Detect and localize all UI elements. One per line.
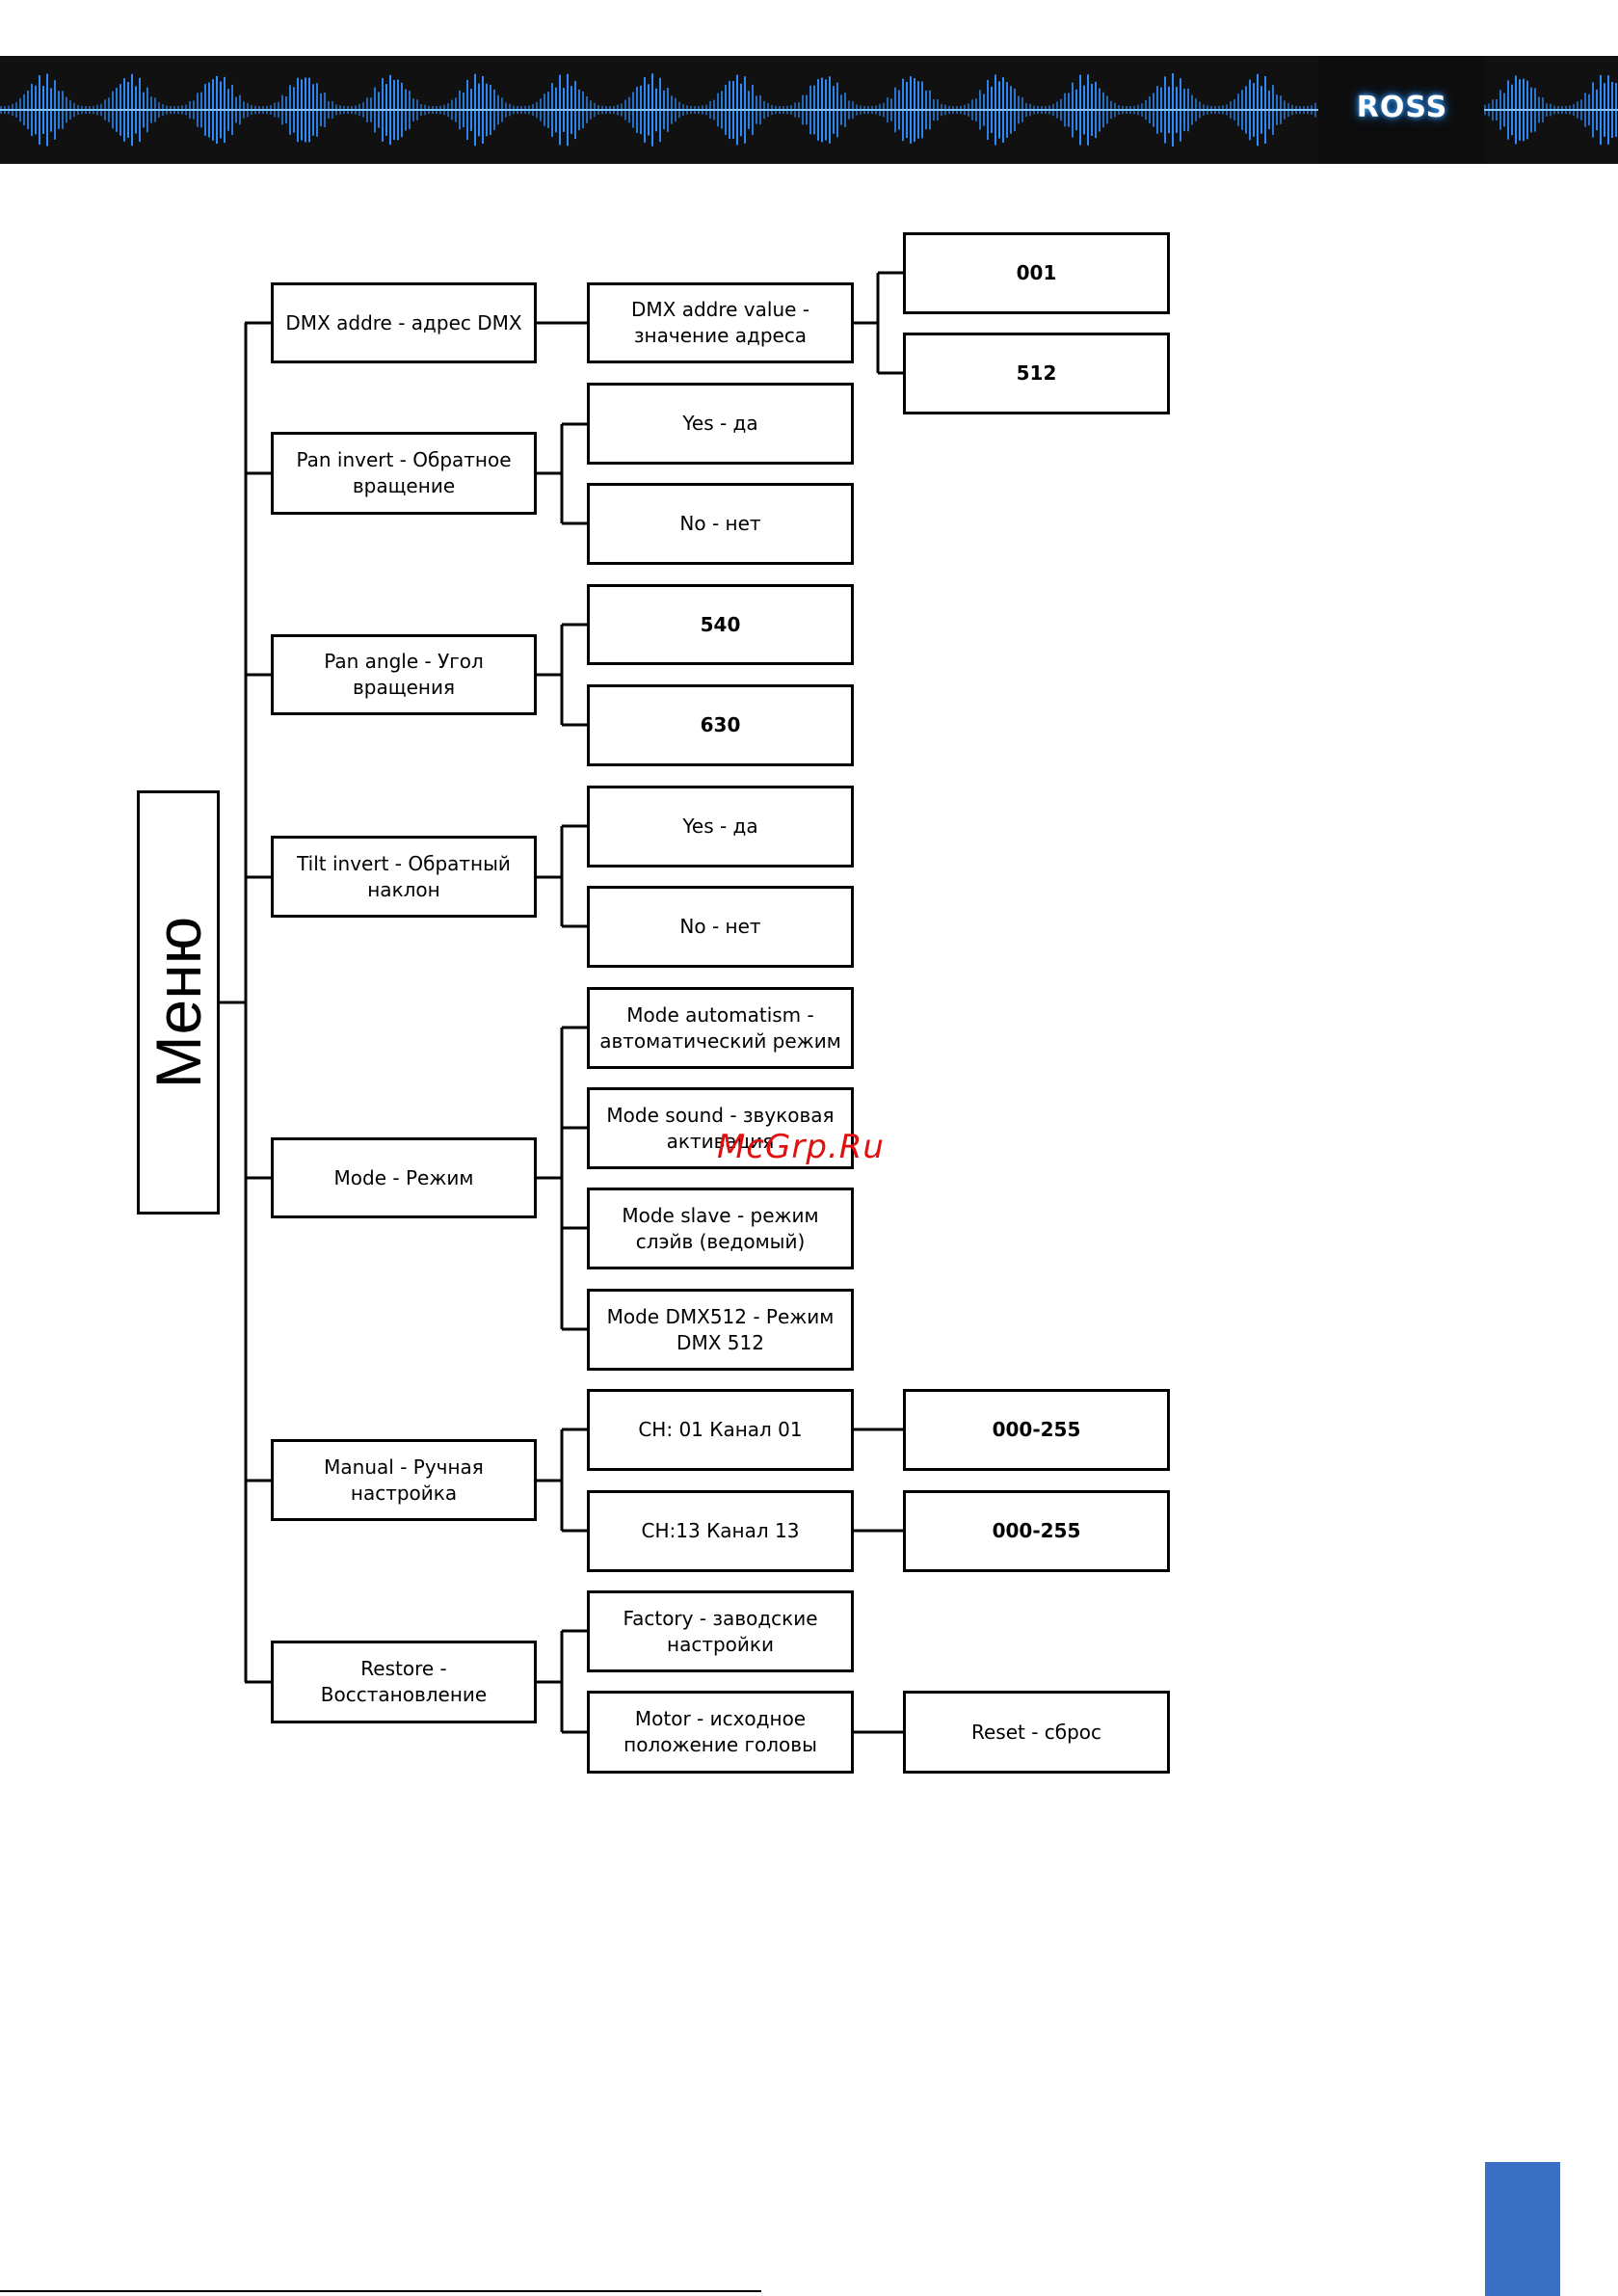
- option-tilt-invert-no: No - нет: [587, 886, 854, 968]
- menu-item-label: Pan invert - Обратное вращение: [296, 448, 512, 497]
- value-label: 001: [1016, 261, 1057, 284]
- option-label: Reset - сброс: [970, 1720, 1102, 1744]
- option-label: Factory - заводские настройки: [623, 1606, 818, 1656]
- submenu-manual-ch01: CH: 01 Канал 01: [587, 1389, 854, 1471]
- wave-baseline: [0, 109, 1618, 111]
- value-label: 512: [1016, 361, 1057, 385]
- menu-item-restore: Restore - Восстановление: [271, 1641, 537, 1723]
- menu-item-dmx-address: DMX addre - адрес DMX: [271, 282, 537, 363]
- option-motor-reset: Reset - сброс: [903, 1691, 1170, 1774]
- option-label: 630: [700, 713, 741, 736]
- menu-item-mode: Mode - Режим: [271, 1137, 537, 1218]
- option-label: Yes - да: [682, 412, 758, 435]
- menu-item-label: Tilt invert - Обратный наклон: [297, 851, 511, 901]
- menu-item-manual: Manual - Ручная настройка: [271, 1439, 537, 1521]
- option-pan-invert-no: No - нет: [587, 483, 854, 565]
- option-pan-invert-yes: Yes - да: [587, 383, 854, 465]
- menu-item-label: DMX addre - адрес DMX: [285, 310, 522, 334]
- menu-item-label: Manual - Ручная настройка: [324, 1455, 484, 1505]
- option-label: Mode slave - режим слэйв (ведомый): [622, 1203, 819, 1253]
- brand-logo: ROSS: [1356, 91, 1448, 124]
- option-label: Mode DMX512 - Режим DMX 512: [606, 1304, 835, 1354]
- submenu-label: CH: 01 Канал 01: [638, 1418, 803, 1441]
- value-label: 000-255: [992, 1519, 1081, 1542]
- option-mode-automatism: Mode automatism - автоматический режим: [587, 987, 854, 1069]
- menu-item-tilt-invert: Tilt invert - Обратный наклон: [271, 836, 537, 918]
- option-label: No - нет: [679, 915, 761, 938]
- value-ch01-range: 000-255: [903, 1389, 1170, 1471]
- page-tab-marker: [1485, 2162, 1560, 2296]
- submenu-dmx-address-value: DMX addre value - значение адреса: [587, 282, 854, 363]
- menu-root-box: [137, 790, 220, 1215]
- option-pan-angle-630: 630: [587, 684, 854, 766]
- option-label: 540: [700, 612, 741, 636]
- value-dmx-512: 512: [903, 333, 1170, 414]
- submenu-label: DMX addre value - значение адреса: [630, 298, 809, 347]
- menu-item-label: Pan angle - Угол вращения: [324, 650, 484, 699]
- option-label: Yes - да: [682, 814, 758, 838]
- menu-item-label: Mode - Режим: [333, 1165, 474, 1189]
- option-mode-sound: Mode sound - звуковая активация: [587, 1087, 854, 1169]
- option-restore-factory: Factory - заводские настройки: [587, 1590, 854, 1672]
- option-label: Mode automatism - автоматический режим: [599, 1002, 841, 1053]
- value-label: 000-255: [992, 1418, 1081, 1441]
- footer-rule: [0, 2290, 761, 2292]
- option-mode-dmx512: Mode DMX512 - Режим DMX 512: [587, 1289, 854, 1371]
- option-tilt-invert-yes: Yes - да: [587, 786, 854, 868]
- menu-item-pan-angle: Pan angle - Угол вращения: [271, 634, 537, 715]
- submenu-label: Motor - исходное положение головы: [623, 1707, 817, 1756]
- menu-item-label: Restore - Восстановление: [320, 1657, 488, 1706]
- option-label: No - нет: [679, 512, 761, 535]
- value-dmx-001: 001: [903, 232, 1170, 314]
- value-ch13-range: 000-255: [903, 1490, 1170, 1572]
- option-pan-angle-540: 540: [587, 584, 854, 665]
- submenu-restore-motor: Motor - исходное положение головы: [587, 1691, 854, 1774]
- option-label: Mode sound - звуковая активация: [606, 1103, 835, 1153]
- submenu-label: CH:13 Канал 13: [641, 1519, 800, 1542]
- menu-item-pan-invert: Pan invert - Обратное вращение: [271, 432, 537, 515]
- watermark-text: McGrp.Ru: [717, 1128, 885, 1166]
- option-mode-slave: Mode slave - режим слэйв (ведомый): [587, 1188, 854, 1269]
- submenu-manual-ch13: CH:13 Канал 13: [587, 1490, 854, 1572]
- menu-root-label: Меню: [143, 916, 214, 1089]
- logo-block: [1318, 56, 1484, 164]
